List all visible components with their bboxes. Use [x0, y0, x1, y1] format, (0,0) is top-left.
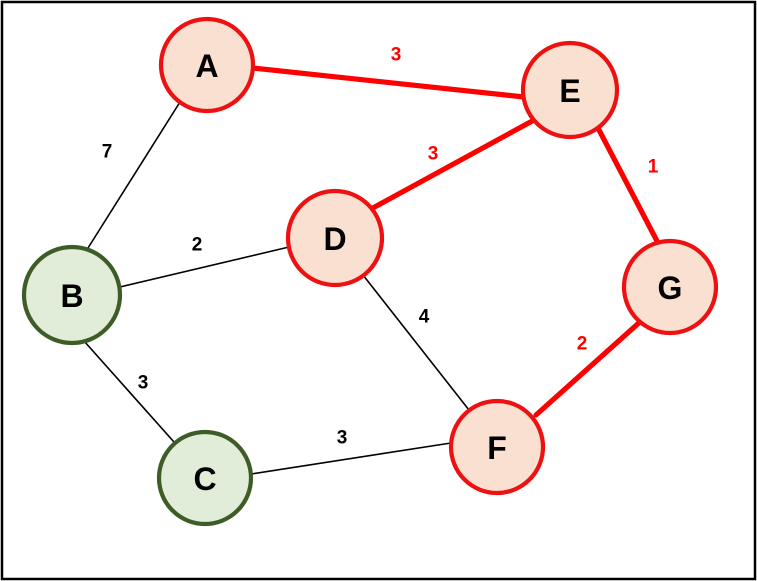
- edge-weight-b-c: 3: [138, 373, 149, 394]
- edge-weights-layer: 7 3 2 3 3 3 4 1 2: [102, 45, 659, 449]
- graph-edge-d-f: [362, 274, 470, 411]
- graph-node-e[interactable]: E: [520, 40, 620, 140]
- graph-node-c[interactable]: C: [156, 429, 254, 527]
- graph-edge-c-f: [250, 442, 452, 475]
- node-label-d: D: [323, 221, 346, 257]
- graph-edge-e-g: [595, 125, 660, 244]
- node-label-b: B: [60, 278, 83, 314]
- graph-node-a[interactable]: A: [158, 16, 256, 114]
- graph-node-f[interactable]: F: [448, 398, 546, 496]
- graph-edge-a-e: [250, 65, 527, 100]
- graph-edge-b-c: [83, 340, 175, 443]
- edge-weight-d-f: 4: [419, 307, 430, 328]
- graph-node-g[interactable]: G: [621, 238, 719, 336]
- edge-weight-c-f: 3: [337, 428, 348, 449]
- edge-weight-e-g: 1: [648, 157, 659, 178]
- node-circle-c[interactable]: [156, 429, 254, 527]
- graph-node-d[interactable]: D: [285, 188, 385, 288]
- node-label-g: G: [658, 270, 683, 306]
- edge-weight-a-e: 3: [391, 45, 402, 66]
- node-circle-e[interactable]: [520, 40, 620, 140]
- node-label-a: A: [195, 48, 218, 84]
- graph-edge-f-g: [533, 318, 644, 418]
- edge-weight-a-b: 7: [102, 142, 113, 163]
- node-circle-a[interactable]: [158, 16, 256, 114]
- graph-node-b[interactable]: B: [21, 244, 123, 346]
- node-label-f: F: [487, 430, 507, 466]
- node-circle-f[interactable]: [448, 398, 546, 496]
- graph-edge-b-d: [119, 246, 290, 288]
- edges-layer: [83, 65, 660, 475]
- edge-weight-d-e: 3: [428, 144, 439, 165]
- nodes-layer: A B C D E F G: [21, 16, 719, 527]
- node-label-e: E: [559, 73, 580, 109]
- graph-edge-a-b: [87, 101, 181, 249]
- node-circle-g[interactable]: [621, 238, 719, 336]
- node-circle-b[interactable]: [21, 244, 123, 346]
- node-circle-d[interactable]: [285, 188, 385, 288]
- edge-weight-f-g: 2: [577, 334, 588, 355]
- edge-weight-b-d: 2: [192, 235, 203, 256]
- graph-edge-d-e: [368, 117, 537, 212]
- node-label-c: C: [193, 461, 216, 497]
